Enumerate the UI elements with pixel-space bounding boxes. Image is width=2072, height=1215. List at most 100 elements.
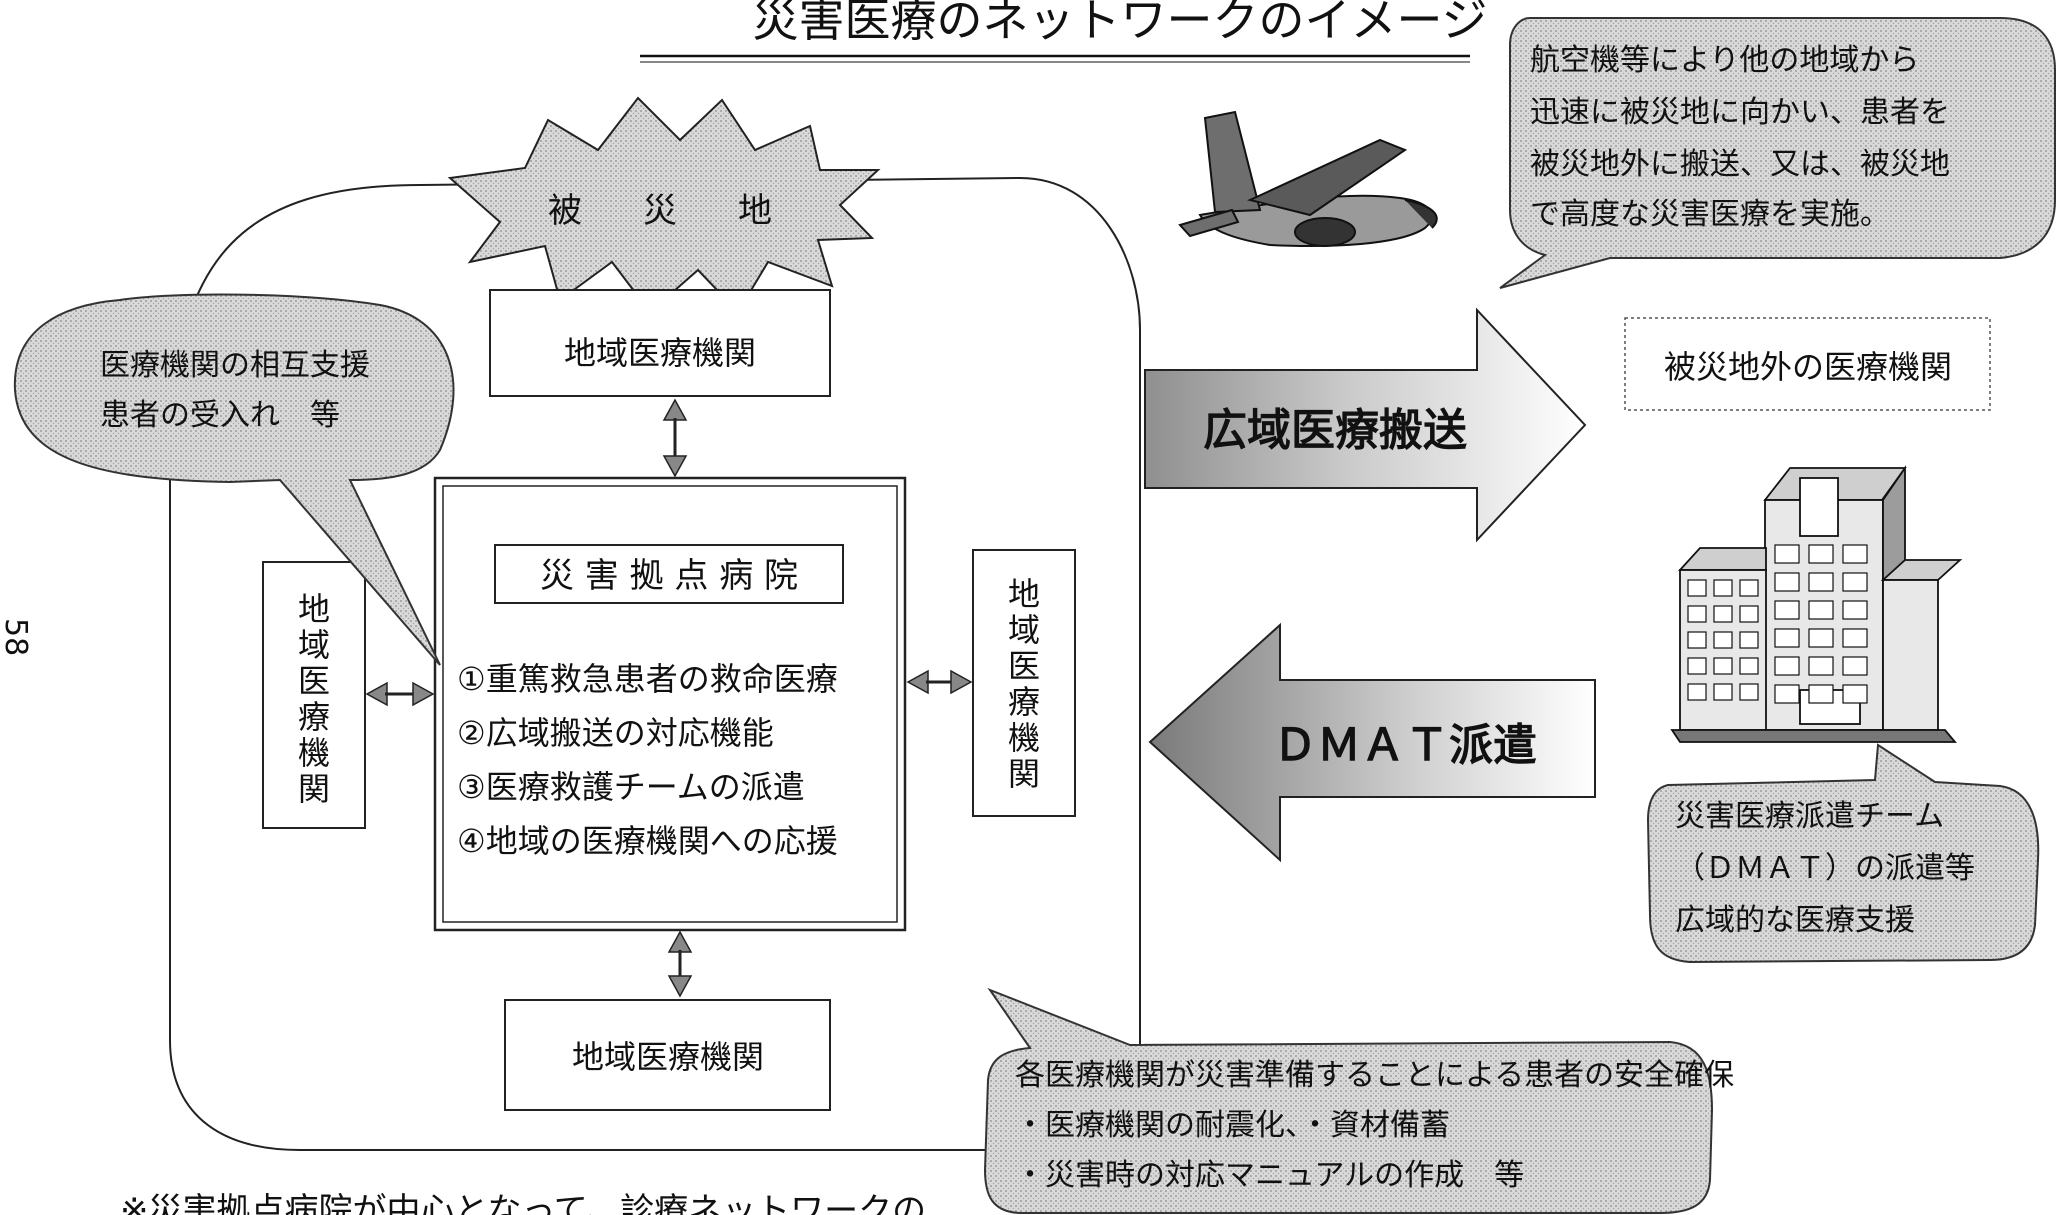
building-window: [1713, 657, 1733, 675]
dmat-bubble-line-3: 広域的な医療支援: [1675, 903, 1915, 938]
double-arrow-right-head-right: [950, 669, 973, 695]
building-window: [1713, 579, 1733, 597]
building-window: [1774, 656, 1800, 676]
building-window: [1808, 684, 1834, 704]
building-window: [1808, 600, 1834, 620]
building-window: [1842, 656, 1868, 676]
left-local-char-4: 療: [298, 698, 330, 736]
footnote: ※災害拠点病院が中心となって、診療ネットワークの: [120, 1191, 926, 1215]
building-window: [1713, 631, 1733, 649]
right-local-char-1: 地: [1008, 575, 1040, 613]
base-hospital-inner-box: [442, 485, 898, 923]
double-arrow-left-head-right: [412, 681, 435, 707]
left-local-char-5: 機: [298, 734, 330, 772]
aircraft-bubble-line-4: で高度な災害医療を実施。: [1530, 197, 1890, 232]
left-local-char-3: 医: [298, 662, 330, 700]
aircraft-bubble-line-1: 航空機等により他の地域から: [1530, 43, 1919, 78]
bottom-bubble-line-1: 各医療機関が災害準備することによる患者の安全確保: [1015, 1058, 1734, 1093]
left-bubble-line-2: 患者の受入れ 等: [100, 398, 340, 433]
double-arrow-top: [662, 398, 688, 478]
bottom-local-institution-label: 地域医療機関: [572, 1038, 764, 1076]
left-local-institution-box: [262, 561, 366, 829]
dmat-bubble-line-1: 災害医療派遣チーム: [1675, 799, 1944, 834]
page-title: 災害医療のネットワークのイメージ: [752, 0, 1487, 47]
right-local-char-4: 療: [1008, 683, 1040, 721]
page-number: 58: [0, 618, 33, 656]
aircraft-bubble-line-3: 被災地外に搬送、又は、被災地: [1530, 147, 1950, 182]
top-local-institution-label: 地域医療機関: [564, 334, 756, 372]
wide-transport-arrow: [1144, 307, 1587, 543]
building-window: [1842, 572, 1868, 592]
double-arrow-top-head-up: [662, 398, 688, 421]
base-hospital-title: 災 害 拠 点 病 院: [540, 556, 798, 596]
right-local-char-5: 機: [1008, 719, 1040, 757]
double-arrow-top-head-down: [662, 455, 688, 478]
outside-institution-label: 被災地外の医療機関: [1664, 348, 1952, 386]
right-local-institution-box: [972, 549, 1076, 817]
bottom-bubble-line-3: ・災害時の対応マニュアルの作成 等: [1015, 1158, 1524, 1193]
bottom-speech-bubble: [983, 987, 1714, 1214]
right-local-institution-label: 地 域 医 療 機 関: [1008, 575, 1040, 793]
building-window: [1739, 631, 1759, 649]
aircraft-engine: [1294, 217, 1356, 247]
building-window: [1713, 683, 1733, 701]
double-arrow-bottom: [667, 930, 693, 998]
dmat-bubble-line-2: （ＤＭＡＴ）の派遣等: [1675, 851, 1975, 886]
building-window: [1774, 684, 1800, 704]
building-window: [1713, 605, 1733, 623]
building-window: [1808, 544, 1834, 564]
left-local-char-2: 域: [298, 626, 330, 664]
aircraft-bubble-line-2: 迅速に被災地に向かい、患者を: [1530, 95, 1950, 130]
right-local-char-3: 医: [1008, 647, 1040, 685]
right-local-char-6: 関: [1008, 755, 1040, 793]
building-window: [1774, 628, 1800, 648]
bottom-local-institution-box: [504, 999, 831, 1111]
outside-institution-box: [1624, 317, 1991, 411]
building-window: [1687, 579, 1707, 597]
building-window: [1739, 657, 1759, 675]
building-window: [1774, 600, 1800, 620]
base-hospital-function-4: ④地域の医療機関への応援: [457, 822, 838, 860]
building-window: [1739, 579, 1759, 597]
building-sign: [1799, 477, 1839, 537]
base-hospital-function-1: ①重篤救急患者の救命医療: [457, 660, 838, 698]
base-hospital-function-2: ②広域搬送の対応機能: [457, 714, 774, 752]
disaster-zone-char-1: 被: [548, 191, 582, 231]
double-arrow-left: [365, 681, 435, 707]
left-local-institution-label: 地 域 医 療 機 関: [298, 590, 330, 808]
base-hospital-function-3: ③医療救護チームの派遣: [457, 768, 805, 806]
disaster-zone-char-2: 災: [643, 191, 677, 231]
building-window: [1687, 657, 1707, 675]
wide-transport-label: 広域医療搬送: [1203, 405, 1467, 456]
double-arrow-bottom-head-up: [667, 930, 693, 953]
dmat-speech-bubble: [1646, 743, 2040, 964]
left-local-char-1: 地: [298, 590, 330, 628]
building-window: [1808, 656, 1834, 676]
building-window: [1739, 605, 1759, 623]
building-window: [1842, 628, 1868, 648]
building-window: [1687, 631, 1707, 649]
building-wing-top: [1677, 547, 1767, 571]
building-wing: [1679, 569, 1767, 731]
aircraft-icon: [1178, 110, 1438, 248]
building-window: [1842, 600, 1868, 620]
building-window: [1774, 544, 1800, 564]
left-local-char-6: 関: [298, 770, 330, 808]
bottom-bubble-line-2: ・医療機関の耐震化、・資材備蓄: [1015, 1108, 1450, 1143]
building-window: [1842, 684, 1868, 704]
left-speech-bubble: [13, 293, 455, 666]
building-window: [1842, 544, 1868, 564]
building-annex: [1882, 579, 1939, 731]
building-window: [1687, 605, 1707, 623]
left-bubble-line-1: 医療機関の相互支援: [100, 348, 370, 383]
aircraft-tail: [1203, 110, 1262, 214]
base-hospital-title-box: [494, 544, 844, 604]
disaster-zone-char-3: 地: [738, 191, 772, 231]
dmat-dispatch-arrow: [1148, 622, 1596, 863]
building-window: [1687, 683, 1707, 701]
building-base: [1670, 729, 1957, 743]
building-window: [1739, 683, 1759, 701]
building-windows: [1687, 544, 1868, 704]
double-arrow-bottom-head-down: [667, 975, 693, 998]
